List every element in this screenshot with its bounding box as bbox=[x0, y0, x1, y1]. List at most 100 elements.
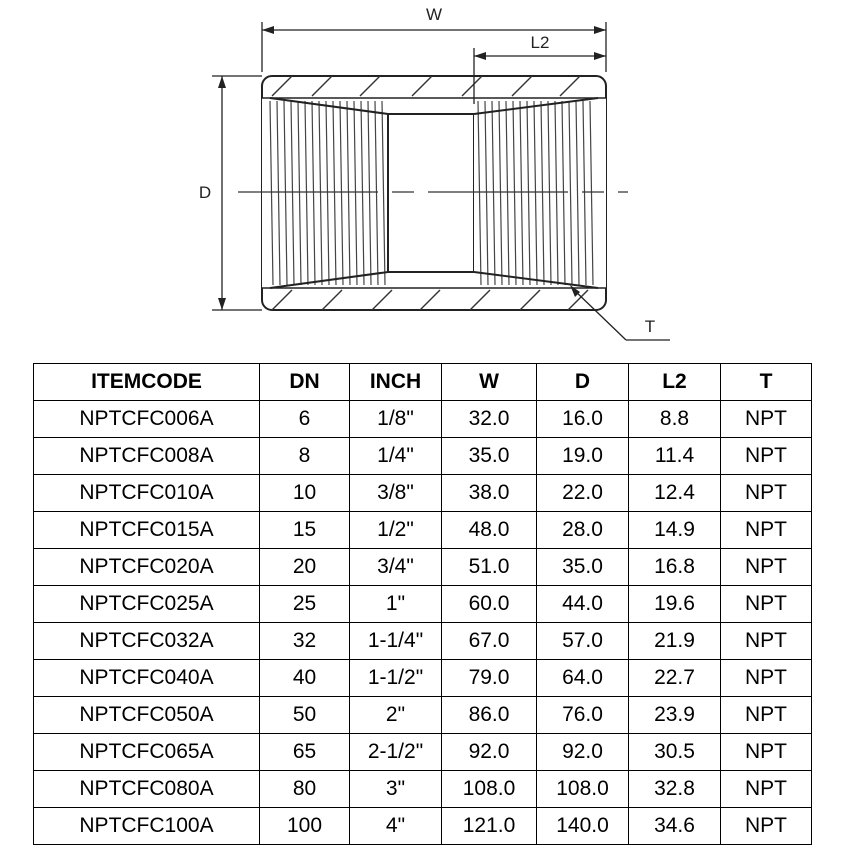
cell-dn: 80 bbox=[259, 770, 350, 808]
cell-t: NPT bbox=[720, 807, 812, 845]
cell-l2: 34.6 bbox=[628, 807, 721, 845]
cell-t: NPT bbox=[720, 437, 812, 475]
cell-dn: 10 bbox=[259, 474, 350, 512]
cell-d: 35.0 bbox=[536, 548, 629, 586]
thread-line bbox=[269, 100, 274, 286]
header-inch: INCH bbox=[349, 363, 442, 401]
cell-l2: 32.8 bbox=[628, 770, 721, 808]
cell-w: 35.0 bbox=[441, 437, 537, 475]
thread-line bbox=[512, 100, 517, 286]
thread-line bbox=[526, 100, 531, 286]
thread-line bbox=[339, 100, 344, 286]
thread-line bbox=[353, 100, 358, 286]
cell-t: NPT bbox=[720, 733, 812, 771]
thread-line bbox=[575, 100, 580, 286]
cell-dn: 40 bbox=[259, 659, 350, 697]
header-d: D bbox=[536, 363, 629, 401]
cell-d: 64.0 bbox=[536, 659, 629, 697]
cell-l2: 21.9 bbox=[628, 622, 721, 660]
cell-d: 28.0 bbox=[536, 511, 629, 549]
thread-line bbox=[491, 100, 496, 286]
table-header-row: ITEMCODE DN INCH W D L2 T bbox=[33, 363, 812, 401]
left-threaded-bore bbox=[262, 98, 388, 288]
cell-itemcode: NPTCFC100A bbox=[33, 807, 260, 845]
cell-w: 121.0 bbox=[441, 807, 537, 845]
thread-line bbox=[568, 100, 573, 286]
cell-inch: 1/2" bbox=[349, 511, 442, 549]
cell-t: NPT bbox=[720, 400, 812, 438]
thread-line bbox=[360, 100, 365, 286]
cell-inch: 1" bbox=[349, 585, 442, 623]
thread-line bbox=[554, 100, 559, 286]
cell-inch: 2" bbox=[349, 696, 442, 734]
right-thread-lines bbox=[477, 100, 594, 286]
t-label: T bbox=[645, 317, 655, 336]
thread-line bbox=[582, 100, 587, 286]
thread-line bbox=[519, 100, 524, 286]
cell-d: 19.0 bbox=[536, 437, 629, 475]
cell-dn: 50 bbox=[259, 696, 350, 734]
thread-line bbox=[367, 100, 372, 286]
thread-line bbox=[318, 100, 323, 286]
cell-itemcode: NPTCFC040A bbox=[33, 659, 260, 697]
header-dn: DN bbox=[259, 363, 350, 401]
thread-line bbox=[533, 100, 538, 286]
cell-inch: 1-1/2" bbox=[349, 659, 442, 697]
cell-w: 92.0 bbox=[441, 733, 537, 771]
cell-w: 32.0 bbox=[441, 400, 537, 438]
cell-l2: 19.6 bbox=[628, 585, 721, 623]
header-l2: L2 bbox=[628, 363, 721, 401]
thread-line bbox=[276, 100, 281, 286]
w-dimension bbox=[261, 22, 607, 72]
l2-dimension bbox=[473, 48, 606, 104]
center-bore bbox=[387, 113, 475, 273]
cell-inch: 1-1/4" bbox=[349, 622, 442, 660]
thread-line bbox=[311, 100, 316, 286]
thread-line bbox=[374, 100, 379, 286]
thread-line bbox=[498, 100, 503, 286]
cell-itemcode: NPTCFC006A bbox=[33, 400, 260, 438]
cell-inch: 4" bbox=[349, 807, 442, 845]
cell-t: NPT bbox=[720, 511, 812, 549]
left-thread-lines bbox=[269, 100, 386, 286]
header-itemcode: ITEMCODE bbox=[33, 363, 260, 401]
section-hatching bbox=[271, 76, 589, 310]
d-dimension bbox=[212, 75, 262, 311]
cell-l2: 12.4 bbox=[628, 474, 721, 512]
cell-w: 86.0 bbox=[441, 696, 537, 734]
header-w: W bbox=[441, 363, 537, 401]
thread-line bbox=[505, 100, 510, 286]
cell-t: NPT bbox=[720, 548, 812, 586]
cell-dn: 8 bbox=[259, 437, 350, 475]
d-label: D bbox=[199, 183, 211, 202]
cell-dn: 20 bbox=[259, 548, 350, 586]
thread-line bbox=[477, 100, 482, 286]
cell-dn: 6 bbox=[259, 400, 350, 438]
thread-line bbox=[346, 100, 351, 286]
cell-itemcode: NPTCFC050A bbox=[33, 696, 260, 734]
cell-w: 108.0 bbox=[441, 770, 537, 808]
cell-l2: 30.5 bbox=[628, 733, 721, 771]
cell-itemcode: NPTCFC065A bbox=[33, 733, 260, 771]
cell-inch: 1/4" bbox=[349, 437, 442, 475]
thread-line bbox=[589, 100, 594, 286]
thread-line bbox=[290, 100, 295, 286]
cell-itemcode: NPTCFC020A bbox=[33, 548, 260, 586]
cell-d: 57.0 bbox=[536, 622, 629, 660]
l2-label: L2 bbox=[531, 33, 550, 52]
cell-inch: 3/4" bbox=[349, 548, 442, 586]
cell-itemcode: NPTCFC010A bbox=[33, 474, 260, 512]
cell-t: NPT bbox=[720, 770, 812, 808]
cell-dn: 25 bbox=[259, 585, 350, 623]
cell-itemcode: NPTCFC015A bbox=[33, 511, 260, 549]
thread-line bbox=[332, 100, 337, 286]
cell-inch: 2-1/2" bbox=[349, 733, 442, 771]
cell-d: 22.0 bbox=[536, 474, 629, 512]
